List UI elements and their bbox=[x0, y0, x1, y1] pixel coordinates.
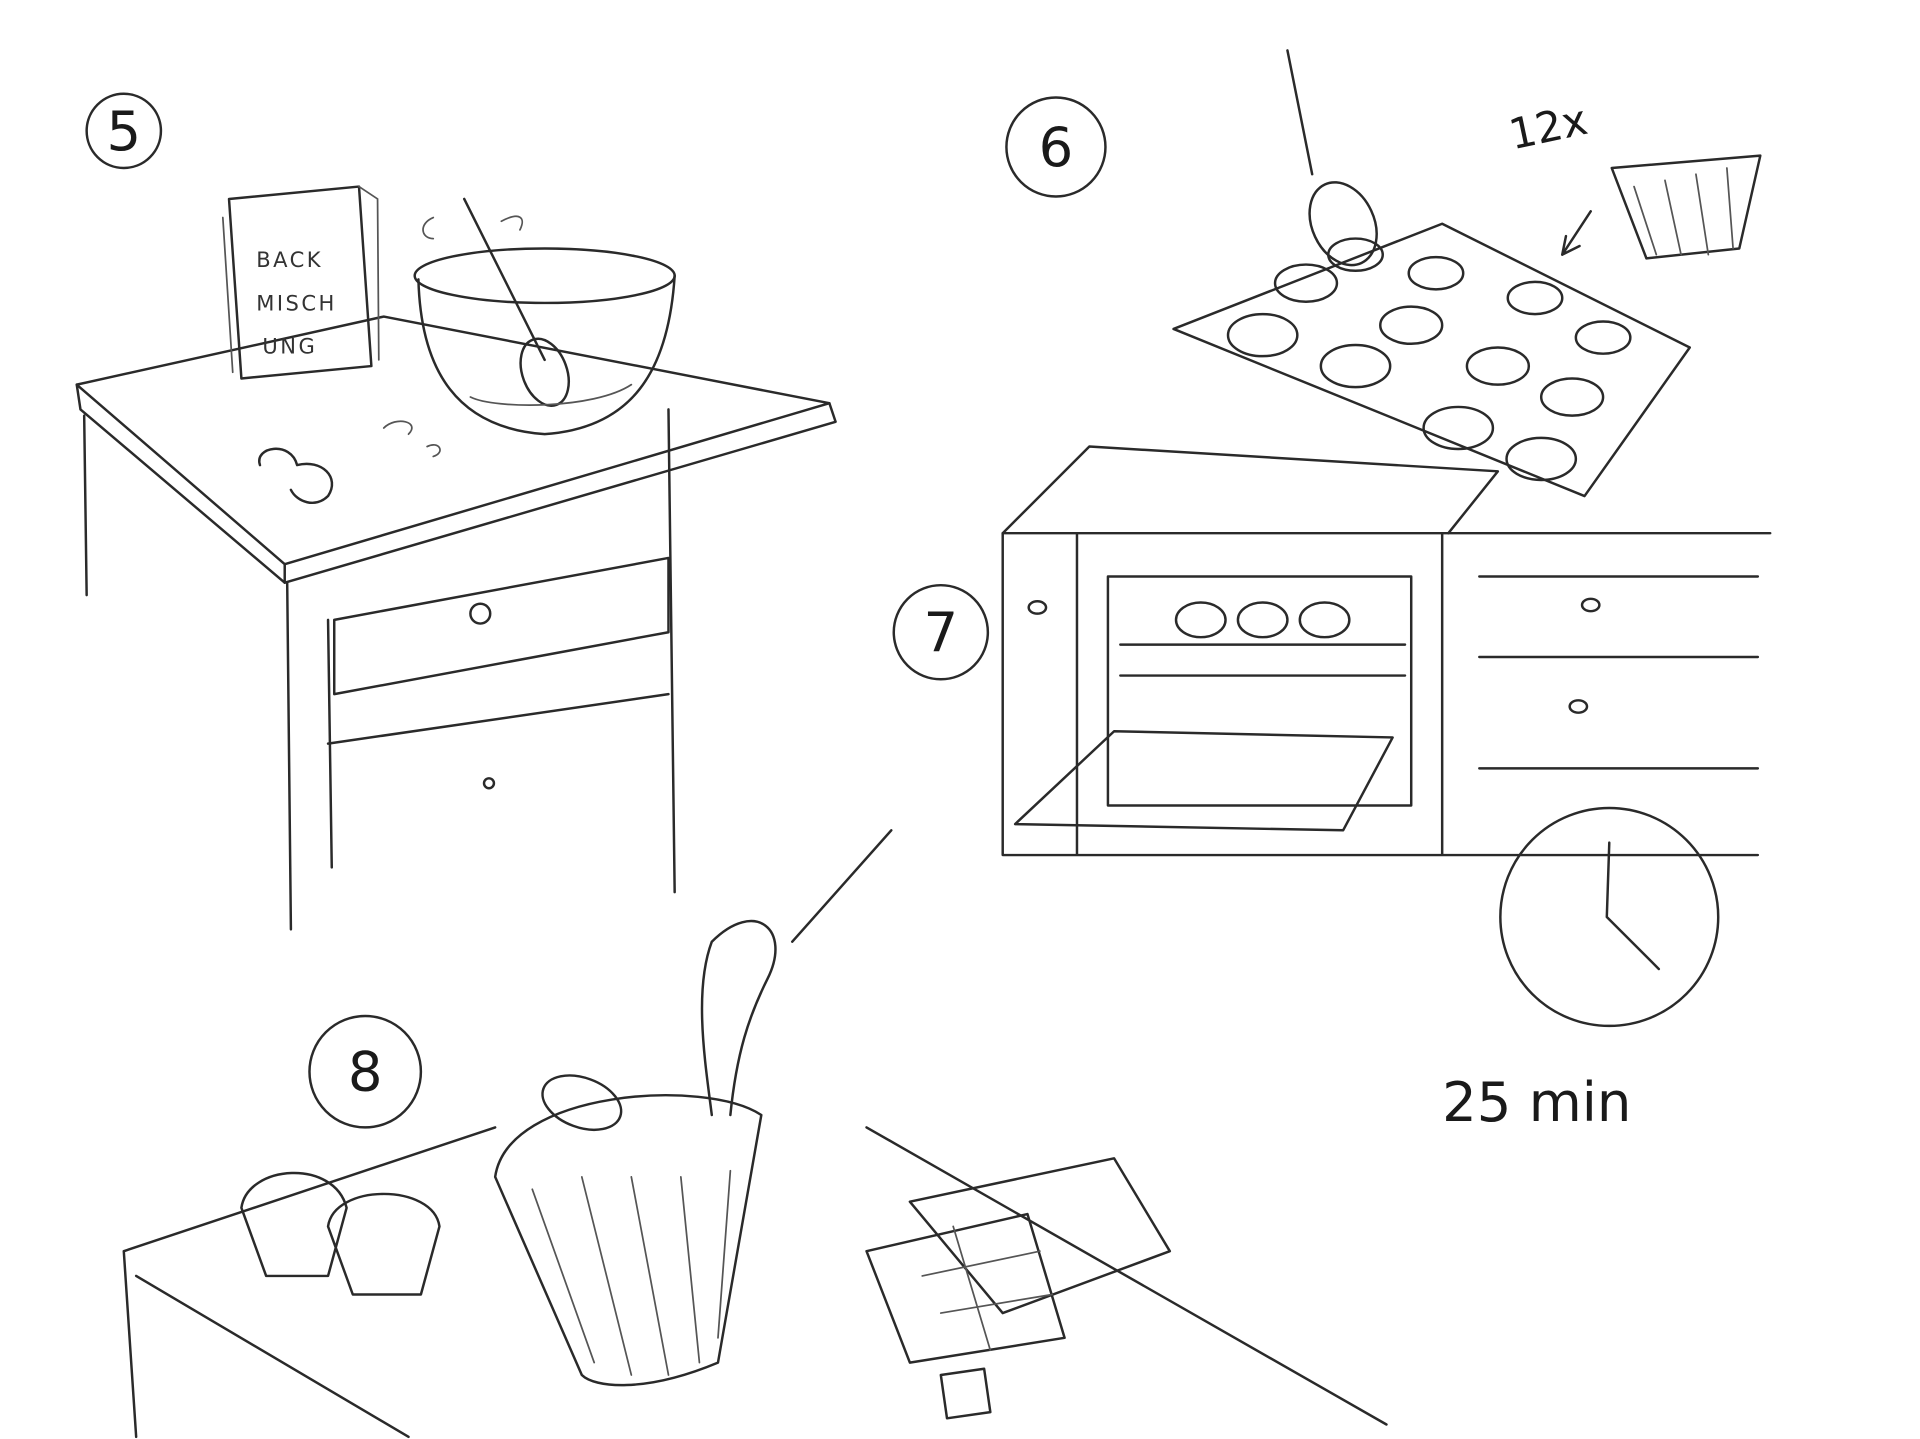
step-6-number: 6 bbox=[1039, 115, 1074, 179]
muffin-tray bbox=[1172, 222, 1691, 498]
tray-count-label: 12x bbox=[1505, 95, 1592, 159]
clock-icon bbox=[1499, 806, 1720, 1028]
egg-shells bbox=[258, 447, 334, 505]
step-6: 6 12x bbox=[1005, 49, 1762, 498]
arrow-icon bbox=[1561, 210, 1592, 256]
step-8: 8 bbox=[122, 829, 1388, 1439]
step-7-number: 7 bbox=[923, 600, 958, 664]
oven bbox=[1001, 445, 1772, 857]
drawer-knob bbox=[469, 602, 492, 625]
step-8-circle bbox=[308, 1014, 423, 1129]
big-muffin bbox=[493, 829, 893, 1387]
step-7: 7 25 min bbox=[892, 445, 1772, 1134]
paper-cup bbox=[1610, 154, 1762, 260]
timer-label: 25 min bbox=[1442, 1070, 1631, 1134]
whisk bbox=[462, 197, 546, 362]
bag-text-line3: UNG bbox=[262, 334, 317, 359]
step-6-circle bbox=[1005, 96, 1107, 198]
dresser bbox=[75, 315, 837, 931]
chocolate-bar bbox=[865, 1157, 1172, 1420]
mixing-bowl bbox=[413, 197, 676, 436]
step-5-number: 5 bbox=[106, 99, 141, 163]
spoon bbox=[1286, 49, 1314, 176]
baking-mix-bag: BACK MISCH UNG bbox=[221, 185, 380, 380]
step-8-number: 8 bbox=[348, 1040, 383, 1104]
oven-door bbox=[1013, 730, 1394, 832]
small-muffins bbox=[240, 1171, 441, 1296]
bag-text-line2: MISCH bbox=[256, 290, 337, 315]
bag-text-line1: BACK bbox=[256, 247, 323, 272]
table bbox=[122, 1126, 1388, 1439]
step-5: 5 BACK MISCH UNG bbox=[75, 92, 837, 931]
step-7-circle bbox=[892, 583, 990, 681]
step-5-circle bbox=[85, 92, 163, 170]
